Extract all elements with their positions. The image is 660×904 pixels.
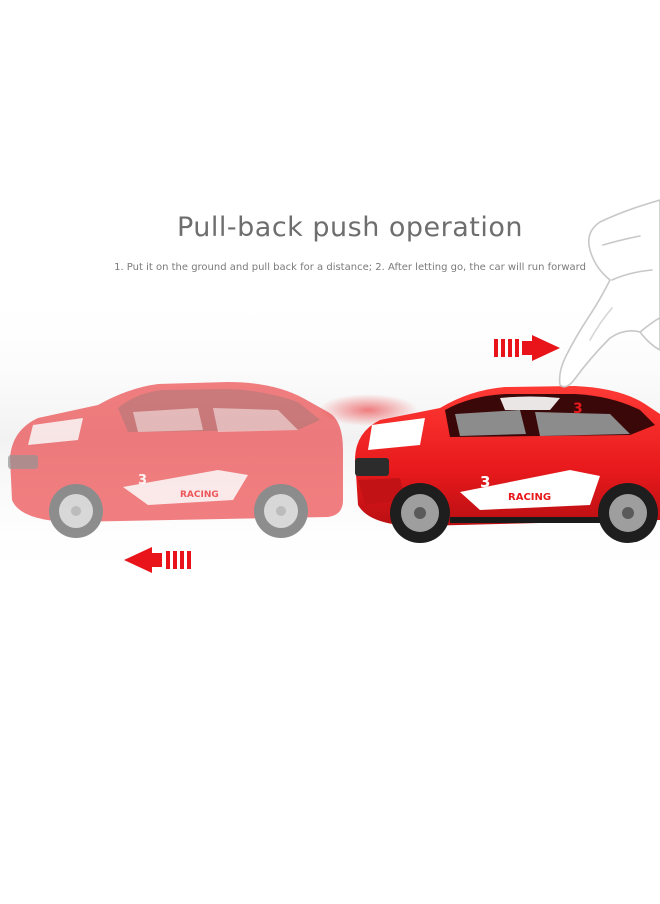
page-title: Pull-back push operation bbox=[176, 212, 524, 243]
main-car-roof-number: 3 bbox=[573, 401, 583, 417]
faded-car-number: 3 bbox=[138, 473, 147, 488]
faded-car bbox=[8, 382, 343, 538]
instructions-text: 1. Put it on the ground and pull back fo… bbox=[114, 262, 586, 273]
arrow-right-icon bbox=[494, 335, 560, 361]
arrow-left-icon bbox=[124, 547, 191, 573]
main-car bbox=[355, 386, 660, 543]
hand-icon bbox=[558, 199, 660, 388]
main-car-number: 3 bbox=[480, 473, 490, 491]
main-car-decal: RACING bbox=[508, 492, 551, 503]
faded-car-decal: RACING bbox=[180, 490, 219, 500]
